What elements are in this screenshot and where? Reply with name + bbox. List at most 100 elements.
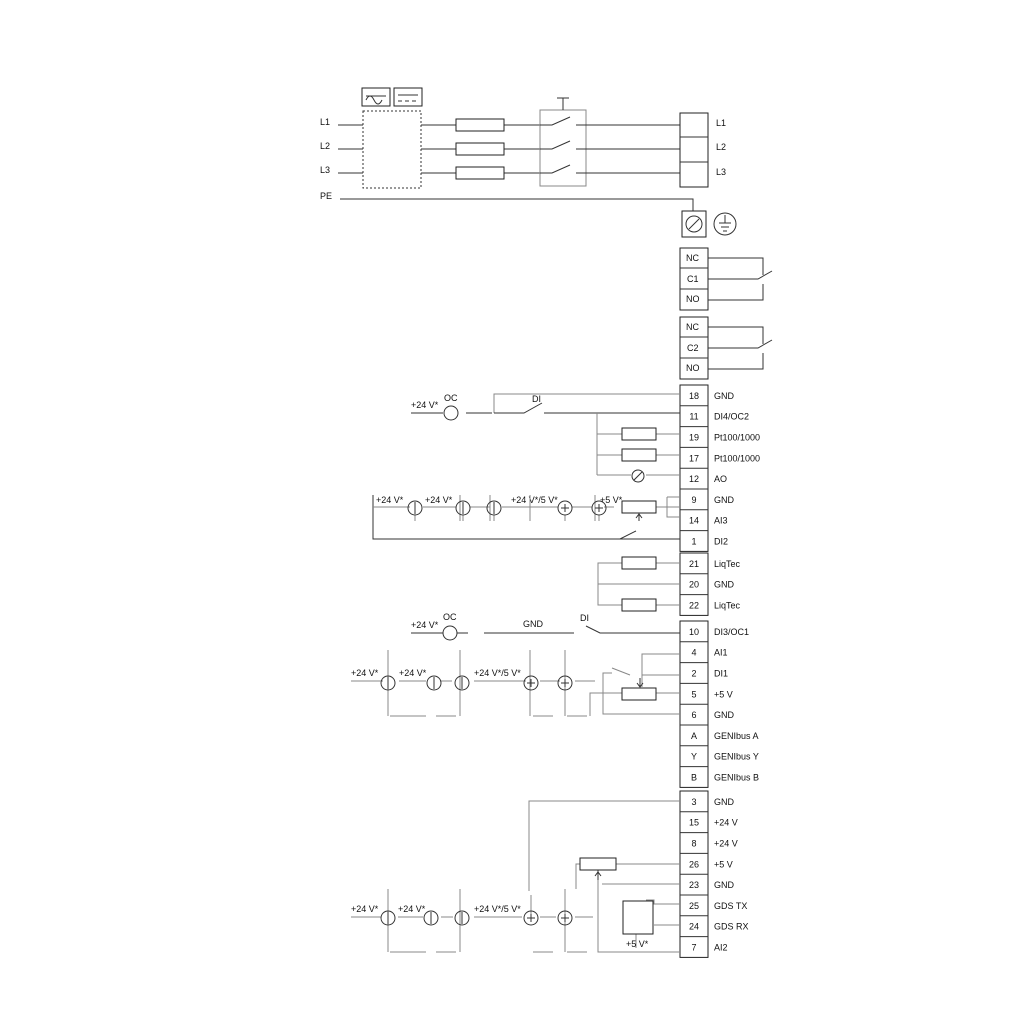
oc-label: OC: [444, 393, 458, 403]
relay-terminal-label: NO: [686, 363, 700, 373]
sensor-icon: [407, 500, 423, 516]
terminal-number: 17: [689, 453, 699, 463]
sensor-icon: [523, 910, 539, 926]
relay-terminal-label: C2: [687, 343, 699, 353]
open-collector-icon: [442, 625, 458, 641]
terminal-number: 22: [689, 601, 699, 611]
relay-terminal-label: C1: [687, 274, 699, 284]
terminal-label: GND: [714, 880, 735, 890]
mains-terminal-block: [679, 112, 709, 188]
relay-1: NC C1 NO: [679, 247, 773, 311]
terminal-label: GND: [714, 391, 735, 401]
supply-label: +24 V*: [376, 495, 404, 505]
terminal-number: 6: [691, 710, 696, 720]
terminal-number: A: [691, 731, 697, 741]
fuse-l2: [455, 142, 505, 156]
sensor-icon: [557, 910, 573, 926]
supply-label: +24 V*/5 V*: [474, 904, 521, 914]
terminal-label: LiqTec: [714, 601, 741, 611]
terminal-number: 5: [691, 689, 696, 699]
screw-icon: [685, 215, 703, 233]
terminal-number: Y: [691, 752, 697, 762]
terminal-label: AO: [714, 474, 727, 484]
block1-wiring: +24 V* OC DI +24 V* +24 V* +24 V*/5 V* +…: [372, 393, 680, 540]
terminal-label: Pt100/1000: [714, 453, 760, 463]
main-switch: [539, 97, 680, 187]
filter-symbol-icon: [361, 87, 391, 107]
terminal-number: 9: [691, 495, 696, 505]
terminal-number: 10: [689, 627, 699, 637]
open-collector-icon: [443, 405, 459, 421]
terminal-number: 11: [689, 412, 698, 422]
supply-label: +24 V*: [398, 904, 426, 914]
supply-label: +24 V*: [411, 400, 439, 410]
block3-wiring: +24 V* OC GND DI +24 V* +24 V* +24 V*/5 …: [351, 612, 680, 717]
terminal-label: Pt100/1000: [714, 433, 760, 443]
sensor-icon: [557, 500, 573, 516]
mains-input-label: PE: [320, 191, 332, 201]
fuse-l3: [455, 166, 505, 180]
terminal-label: +5 V: [714, 689, 733, 699]
relay-terminal-label: NC: [686, 253, 699, 263]
relay-terminal-label: NC: [686, 322, 699, 332]
sensor-icon: [423, 910, 439, 926]
supply-label: +24 V*: [351, 904, 379, 914]
terminal-label: GENIbus Y: [714, 752, 759, 762]
mains-output-label: L3: [716, 167, 726, 177]
di-label: DI: [580, 613, 589, 623]
terminal-label: +24 V: [714, 839, 738, 849]
potentiometer: [621, 687, 657, 701]
terminal-number: 19: [689, 433, 699, 443]
supply-label: +5 V*: [600, 495, 623, 505]
earth-ground-icon: [713, 212, 737, 236]
analog-output-meter-icon: [631, 469, 645, 483]
supply-label: +24 V*: [411, 620, 439, 630]
mains-input-label: L2: [320, 141, 330, 151]
sensor-icon: [380, 910, 396, 926]
liqtec-sensor: [621, 556, 657, 570]
supply-label: +24 V*/5 V*: [474, 668, 521, 678]
mains-section: L1 L2 L3 PE L1 L2 L3: [320, 87, 737, 238]
pt100-resistor: [621, 427, 657, 441]
sensor-icon: [557, 675, 573, 691]
terminal-label: AI1: [714, 648, 728, 658]
pt1000-resistor: [621, 448, 657, 462]
sensor-icon: [486, 500, 502, 516]
terminal-label: GND: [714, 710, 735, 720]
terminal-number: 12: [689, 474, 699, 484]
terminal-label: GENIbus A: [714, 731, 759, 741]
supply-label: +5 V*: [626, 939, 649, 949]
relay-terminal-label: NO: [686, 294, 700, 304]
terminal-number: 26: [689, 859, 699, 869]
sensor-icon: [454, 675, 470, 691]
terminal-label: DI2: [714, 537, 728, 547]
terminal-number: 21: [689, 559, 699, 569]
terminal-label: DI3/OC1: [714, 627, 749, 637]
di-label: DI: [532, 394, 541, 404]
sensor-icon: [455, 500, 471, 516]
terminal-label: DI4/OC2: [714, 412, 749, 422]
oc-label: OC: [443, 612, 457, 622]
sensor-icon: [426, 675, 442, 691]
terminal-number: 24: [689, 922, 699, 932]
sensor-icon: [380, 675, 396, 691]
block2-wiring: [597, 556, 680, 612]
terminal-number: 3: [691, 797, 696, 807]
terminal-label: GDS RX: [714, 922, 749, 932]
supply-label: +24 V*: [425, 495, 453, 505]
supply-label: +24 V*: [351, 668, 379, 678]
potentiometer: [579, 857, 617, 871]
terminal-number: 4: [691, 648, 696, 658]
terminal-number: 14: [689, 516, 699, 526]
terminal-label: +24 V: [714, 818, 738, 828]
supply-label: +24 V*/5 V*: [511, 495, 558, 505]
block4-wiring: +5 V* +24 V* +24 V* +24 V*/5 V*: [351, 800, 680, 953]
terminal-number: 20: [689, 580, 699, 590]
sensor-icon: [591, 500, 607, 516]
terminal-label: AI2: [714, 943, 728, 953]
gnd-label: GND: [523, 619, 544, 629]
relay-2: NC C2 NO: [679, 316, 773, 380]
terminal-label: GND: [714, 797, 735, 807]
